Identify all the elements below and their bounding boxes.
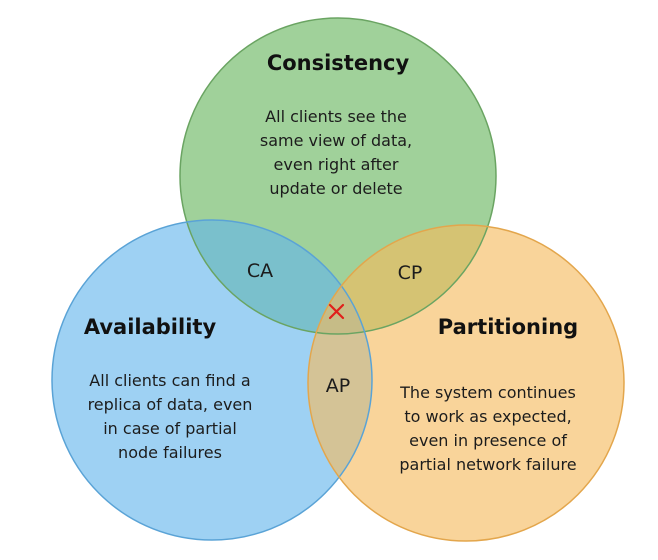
availability-desc-line-4: node failures <box>118 443 222 462</box>
consistency-outline <box>179 17 497 335</box>
availability-desc-line-2: replica of data, even <box>88 395 253 414</box>
availability-desc-line-3: in case of partial <box>103 419 237 438</box>
partitioning-circle <box>308 225 624 541</box>
consistency-desc-line-3: even right after <box>274 155 399 174</box>
partitioning-title: Partitioning <box>438 315 578 339</box>
cross-icon-stroke-2 <box>328 303 345 320</box>
availability-title: Availability <box>84 315 217 339</box>
overlap-label-ca: CA <box>247 260 273 282</box>
consistency-desc-line-2: same view of data, <box>260 131 412 150</box>
availability-outline <box>51 219 373 541</box>
availability-desc-line-1: All clients can find a <box>89 371 250 390</box>
consistency-desc-line-4: update or delete <box>269 179 402 198</box>
availability-circle <box>52 220 372 540</box>
overlap-label-cp: CP <box>398 262 423 284</box>
partitioning-desc-line-3: even in presence of <box>409 431 567 450</box>
partitioning-desc-line-1: The system continues <box>399 383 576 402</box>
cross-icon <box>328 303 345 320</box>
consistency-desc-line-1: All clients see the <box>265 107 407 126</box>
overlap-label-ap: AP <box>326 375 350 397</box>
partitioning-desc-line-4: partial network failure <box>399 455 576 474</box>
consistency-title: Consistency <box>267 51 410 75</box>
partitioning-outline <box>307 224 625 542</box>
partitioning-desc-line-2: to work as expected, <box>404 407 571 426</box>
